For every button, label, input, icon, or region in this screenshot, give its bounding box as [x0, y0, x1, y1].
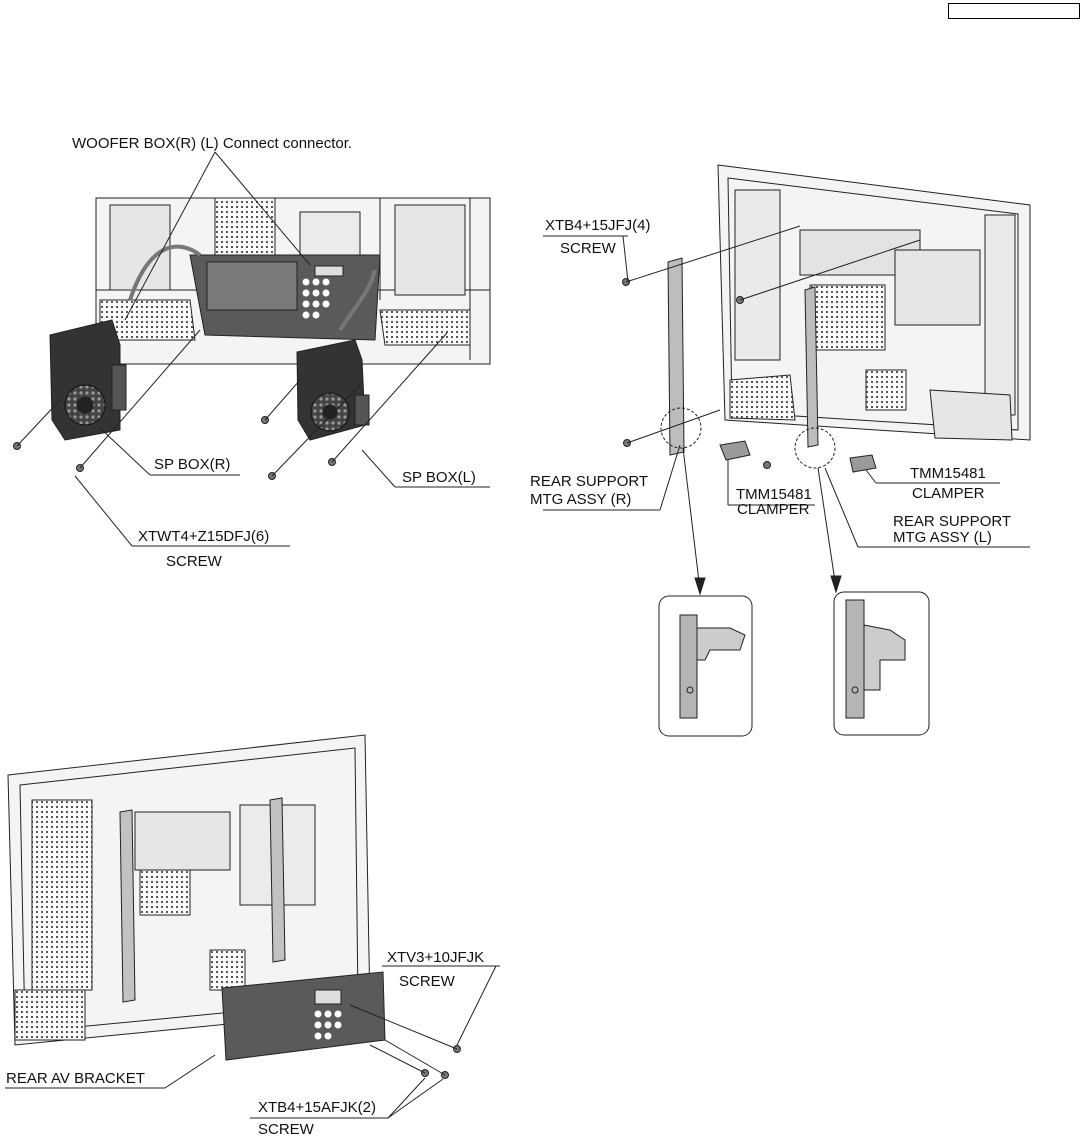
screw-label-top: SCREW: [166, 553, 222, 570]
rear-support-r-label-2: MTG ASSY (R): [530, 491, 632, 508]
sp-box-r-label: SP BOX(R): [154, 456, 231, 473]
rear-support-r-label-1: REAR SUPPORT: [530, 473, 649, 490]
clamper-right-label: CLAMPER: [912, 485, 985, 502]
screw-label-right: SCREW: [560, 240, 616, 257]
clamper-center-label: CLAMPER: [737, 501, 810, 518]
screw1-part-bottom: XTV3+10JFJK: [387, 949, 485, 966]
rear-av-bracket-illustration: [5, 734, 500, 1119]
clamper-right-part: TMM15481: [910, 465, 986, 482]
screw2-part-bottom: XTB4+15AFJK(2): [258, 1099, 376, 1116]
screw1-label-bottom: SCREW: [399, 973, 455, 990]
clamper-center-part: TMM15481: [736, 486, 812, 503]
speaker-box-illustration: [13, 151, 491, 547]
screw-part-right: XTB4+15JFJ(4): [545, 217, 651, 234]
rear-support-l-label-1: REAR SUPPORT: [893, 513, 1012, 530]
rear-av-bracket-label: REAR AV BRACKET: [6, 1070, 145, 1087]
rear-support-l-label-2: MTG ASSY (L): [893, 529, 992, 546]
page-number-box: [948, 3, 1080, 19]
screw-part-top: XTWT4+Z15DFJ(6): [138, 528, 270, 545]
woofer-connector-note: WOOFER BOX(R) (L) Connect connector.: [72, 135, 353, 152]
sp-box-l-label: SP BOX(L): [402, 469, 476, 486]
screw2-label-bottom: SCREW: [258, 1121, 314, 1138]
rear-support-illustration: [543, 164, 1031, 737]
